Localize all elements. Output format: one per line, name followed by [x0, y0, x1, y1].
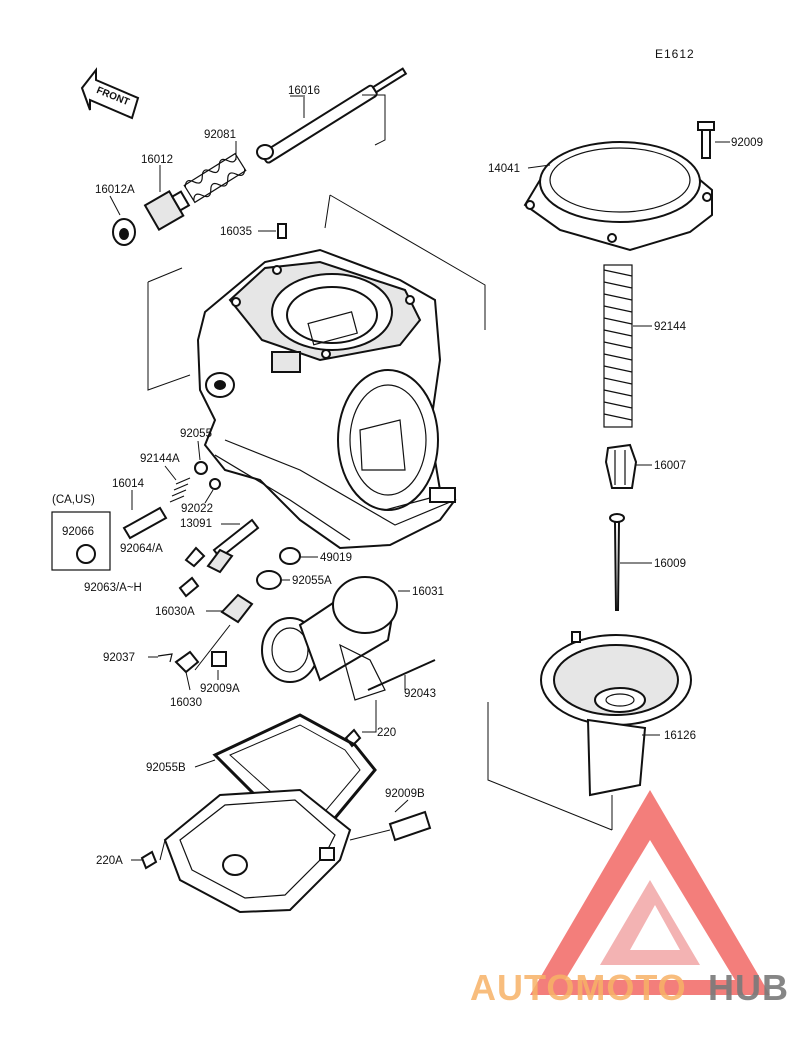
label-16031: 16031: [412, 586, 444, 598]
label-92055A: 92055A: [292, 575, 332, 587]
label-92063AH: 92063/A~H: [84, 582, 142, 594]
left-small-parts: [51, 440, 318, 691]
label-13091: 13091: [180, 518, 212, 530]
label-16012: 16012: [141, 154, 173, 166]
label-16030A: 16030A: [155, 606, 195, 618]
label-16126: 16126: [664, 730, 696, 742]
label-16007: 16007: [654, 460, 686, 472]
part-16035-screw: [258, 223, 287, 239]
label-14041: 14041: [488, 163, 520, 175]
label-16014: 16014: [112, 478, 145, 490]
label-92144: 92144: [654, 321, 687, 333]
diaphragm-16126: [487, 631, 692, 831]
float-assembly-16031: [261, 576, 436, 748]
top-cover-group: [523, 121, 730, 252]
starter-plunger-group: [109, 67, 408, 246]
carburetor-body: [147, 194, 486, 550]
needle-holder-16007: [604, 443, 652, 489]
label-49019: 49019: [320, 552, 352, 564]
jet-needle-16009: [609, 513, 652, 611]
label-92081: 92081: [204, 129, 236, 141]
label-92037: 92037: [103, 652, 135, 664]
label-92043: 92043: [404, 688, 436, 700]
label-92022: 92022: [181, 503, 213, 515]
front-arrow-icon: FRONT: [80, 67, 140, 120]
brand-part1: AUTOMOTO: [470, 967, 687, 1008]
label-92064A: 92064/A: [120, 543, 163, 555]
watermark-logo: [530, 790, 770, 995]
watermark-brand-text: AUTOMOTO HUB: [470, 967, 789, 1008]
label-92009B: 92009B: [385, 788, 425, 800]
label-16030: 16030: [170, 697, 202, 709]
label-92055: 92055: [180, 428, 212, 440]
spring-92144: [603, 264, 652, 428]
label-220A: 220A: [96, 855, 123, 867]
label-92066: 92066: [62, 526, 94, 538]
label-220: 220: [377, 727, 396, 739]
brand-part2: HUB: [708, 967, 789, 1008]
label-92055B: 92055B: [146, 762, 186, 774]
diagram-code: E1612: [655, 47, 695, 61]
label-16016: 16016: [288, 85, 320, 97]
label-16009: 16009: [654, 558, 686, 570]
part-labels: 16016 92081 16012 16012A 16035 14041 920…: [52, 85, 763, 867]
label-92009A: 92009A: [200, 683, 240, 695]
label-16035: 16035: [220, 226, 252, 238]
label-16012A: 16012A: [95, 184, 135, 196]
float-bowl: [131, 788, 432, 914]
label-92144A: 92144A: [140, 453, 180, 465]
region-note: (CA,US): [52, 494, 95, 506]
label-92009: 92009: [731, 137, 763, 149]
